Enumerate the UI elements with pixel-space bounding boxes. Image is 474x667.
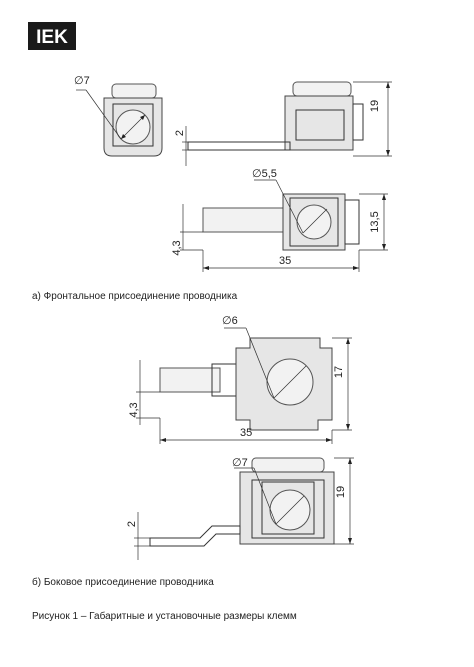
figure-a-top-view: ∅5,5 4,3 35 13,5: [171, 168, 388, 272]
figure-a-caption: а) Фронтальное присоединение проводника: [32, 291, 238, 302]
figure-a-diameter-top-label: ∅5,5: [252, 168, 277, 180]
figure-b-thickness-label: 2: [126, 521, 138, 527]
figure-a-offset-label: 4,3: [171, 240, 183, 255]
figure-a-width-label: 13,5: [369, 211, 381, 232]
logo-text: IEK: [36, 27, 68, 48]
figure-a-thickness-label: 2: [174, 130, 186, 136]
figure-a-front-view: ∅7: [74, 75, 163, 157]
figure-b-diameter-side-label: ∅7: [232, 457, 248, 469]
figure-b-height-label: 19: [335, 486, 347, 498]
figure-b-caption: б) Боковое присоединение проводника: [32, 577, 214, 588]
figure-a-height-label: 19: [369, 100, 381, 112]
figure-a-diameter-front-label: ∅7: [74, 75, 90, 87]
figure-b-side-view: ∅7 19 2: [126, 457, 354, 560]
figure-b-diameter-top-label: ∅6: [222, 315, 238, 327]
figure-b-offset-label: 4,3: [128, 402, 140, 417]
figure-caption: Рисунок 1 – Габаритные и установочные ра…: [32, 611, 297, 622]
figure-a-length-label: 35: [279, 255, 291, 267]
figure-b-top-view: ∅6 4,3 35 17: [128, 315, 352, 444]
iek-logo: IEK: [28, 22, 76, 50]
figure-a-side-view: 2 19: [174, 81, 392, 166]
figure-b-length-label: 35: [240, 427, 252, 439]
figure-b-width-label: 17: [333, 366, 345, 378]
